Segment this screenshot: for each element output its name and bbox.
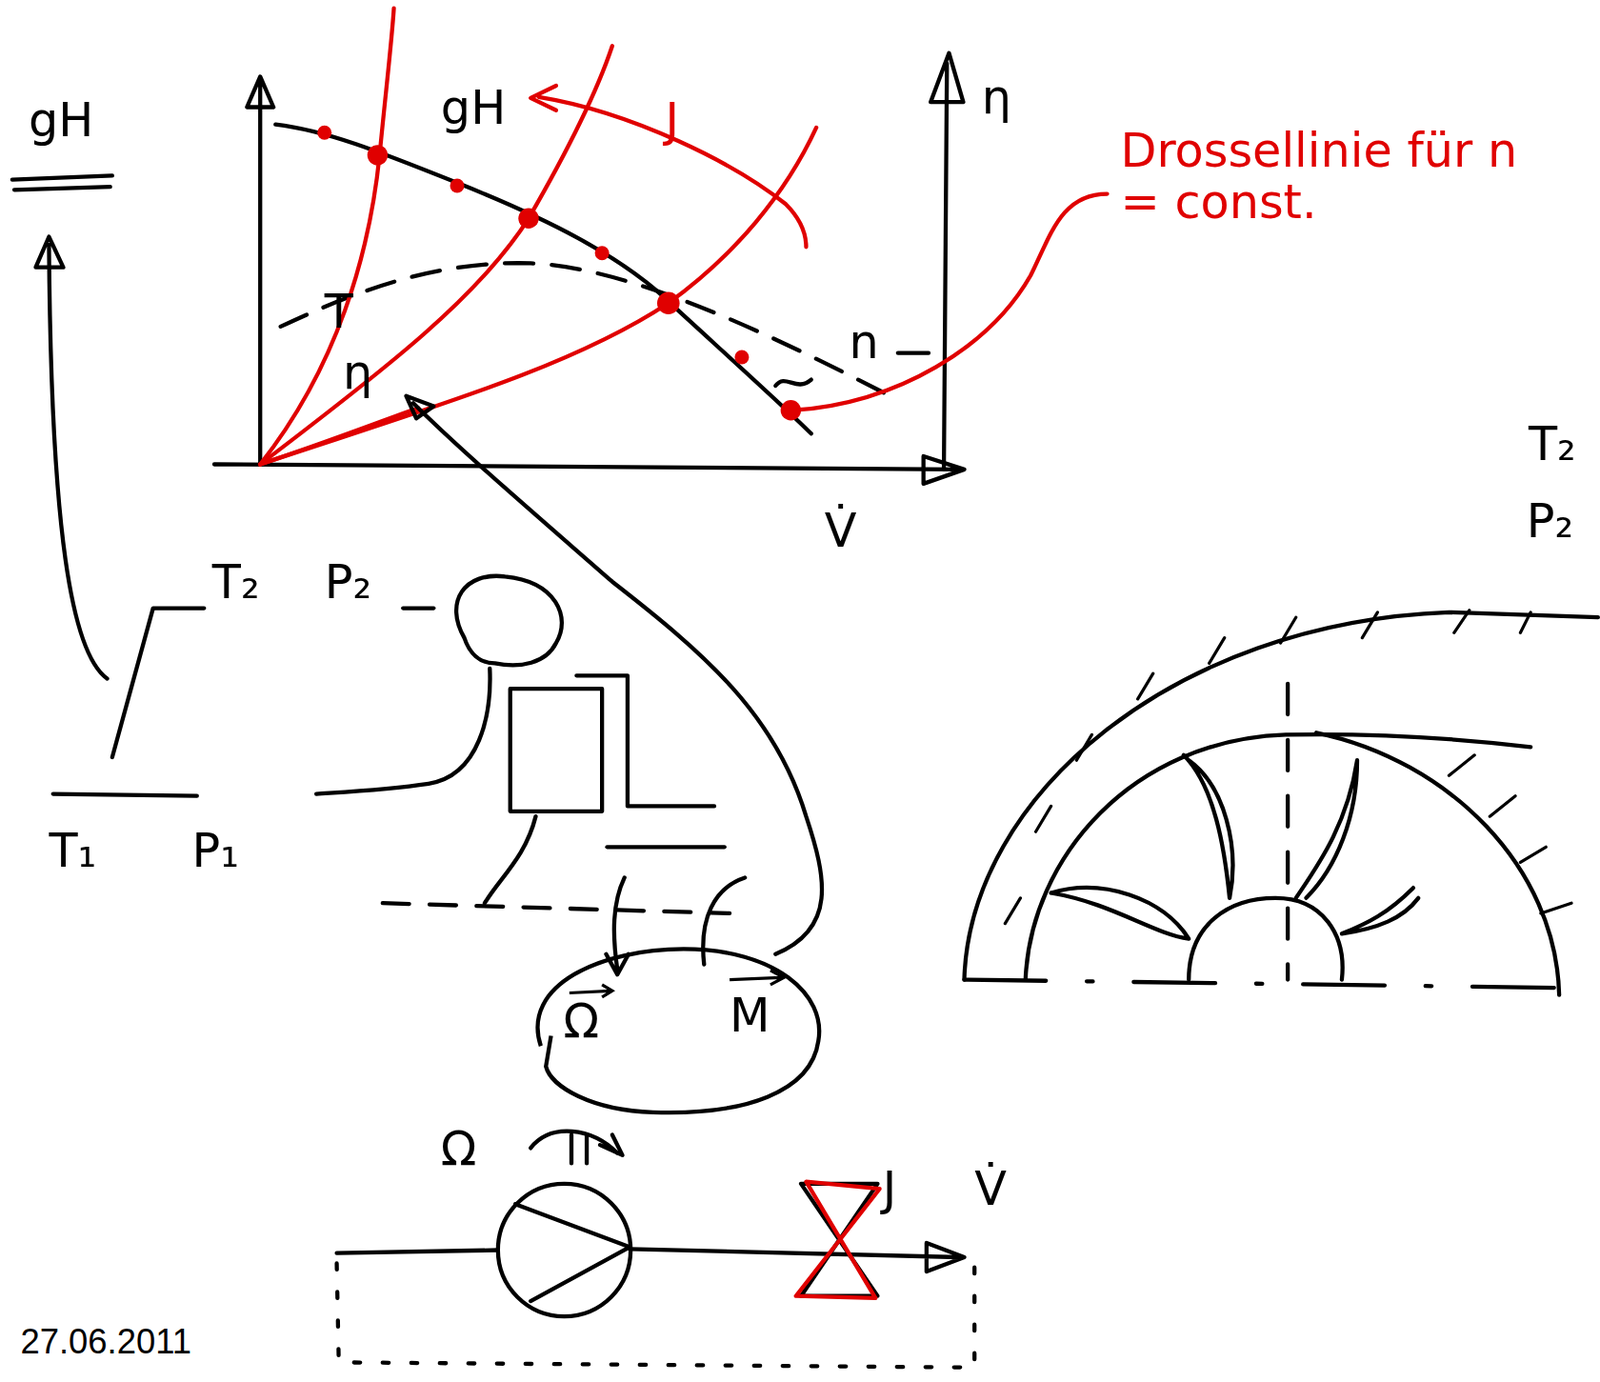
vector-label: Ω <box>562 995 600 1047</box>
sketch-label: T <box>324 285 354 338</box>
sketch-label: η <box>342 346 373 399</box>
sketch-label: n <box>848 316 879 368</box>
sketch-label: T₂ <box>212 556 260 608</box>
sketch-label: P₁ <box>191 824 239 877</box>
sketch-label: 27.06.2011 <box>20 1322 192 1361</box>
sketch-label: η <box>981 71 1012 123</box>
sketch-label: J <box>882 1162 898 1215</box>
ellipse-node: ΩM <box>520 943 826 1118</box>
sketch-label: P₂ <box>324 556 372 608</box>
sketch-label: T₁ <box>48 824 97 877</box>
sketch-label: V̇ <box>824 504 858 557</box>
sketch-label: Drossellinie für n = const. <box>1120 124 1569 228</box>
sketch-label: gH <box>440 81 506 134</box>
sketch-label: J <box>665 94 680 146</box>
sketch-label: gH <box>28 94 94 146</box>
sketch-label: V̇ <box>974 1162 1007 1215</box>
sketch-label: T₂ <box>1528 418 1577 470</box>
sketch-label: Ω <box>440 1122 478 1175</box>
sketch-label: P₂ <box>1526 495 1574 547</box>
vector-label: M <box>729 989 771 1041</box>
